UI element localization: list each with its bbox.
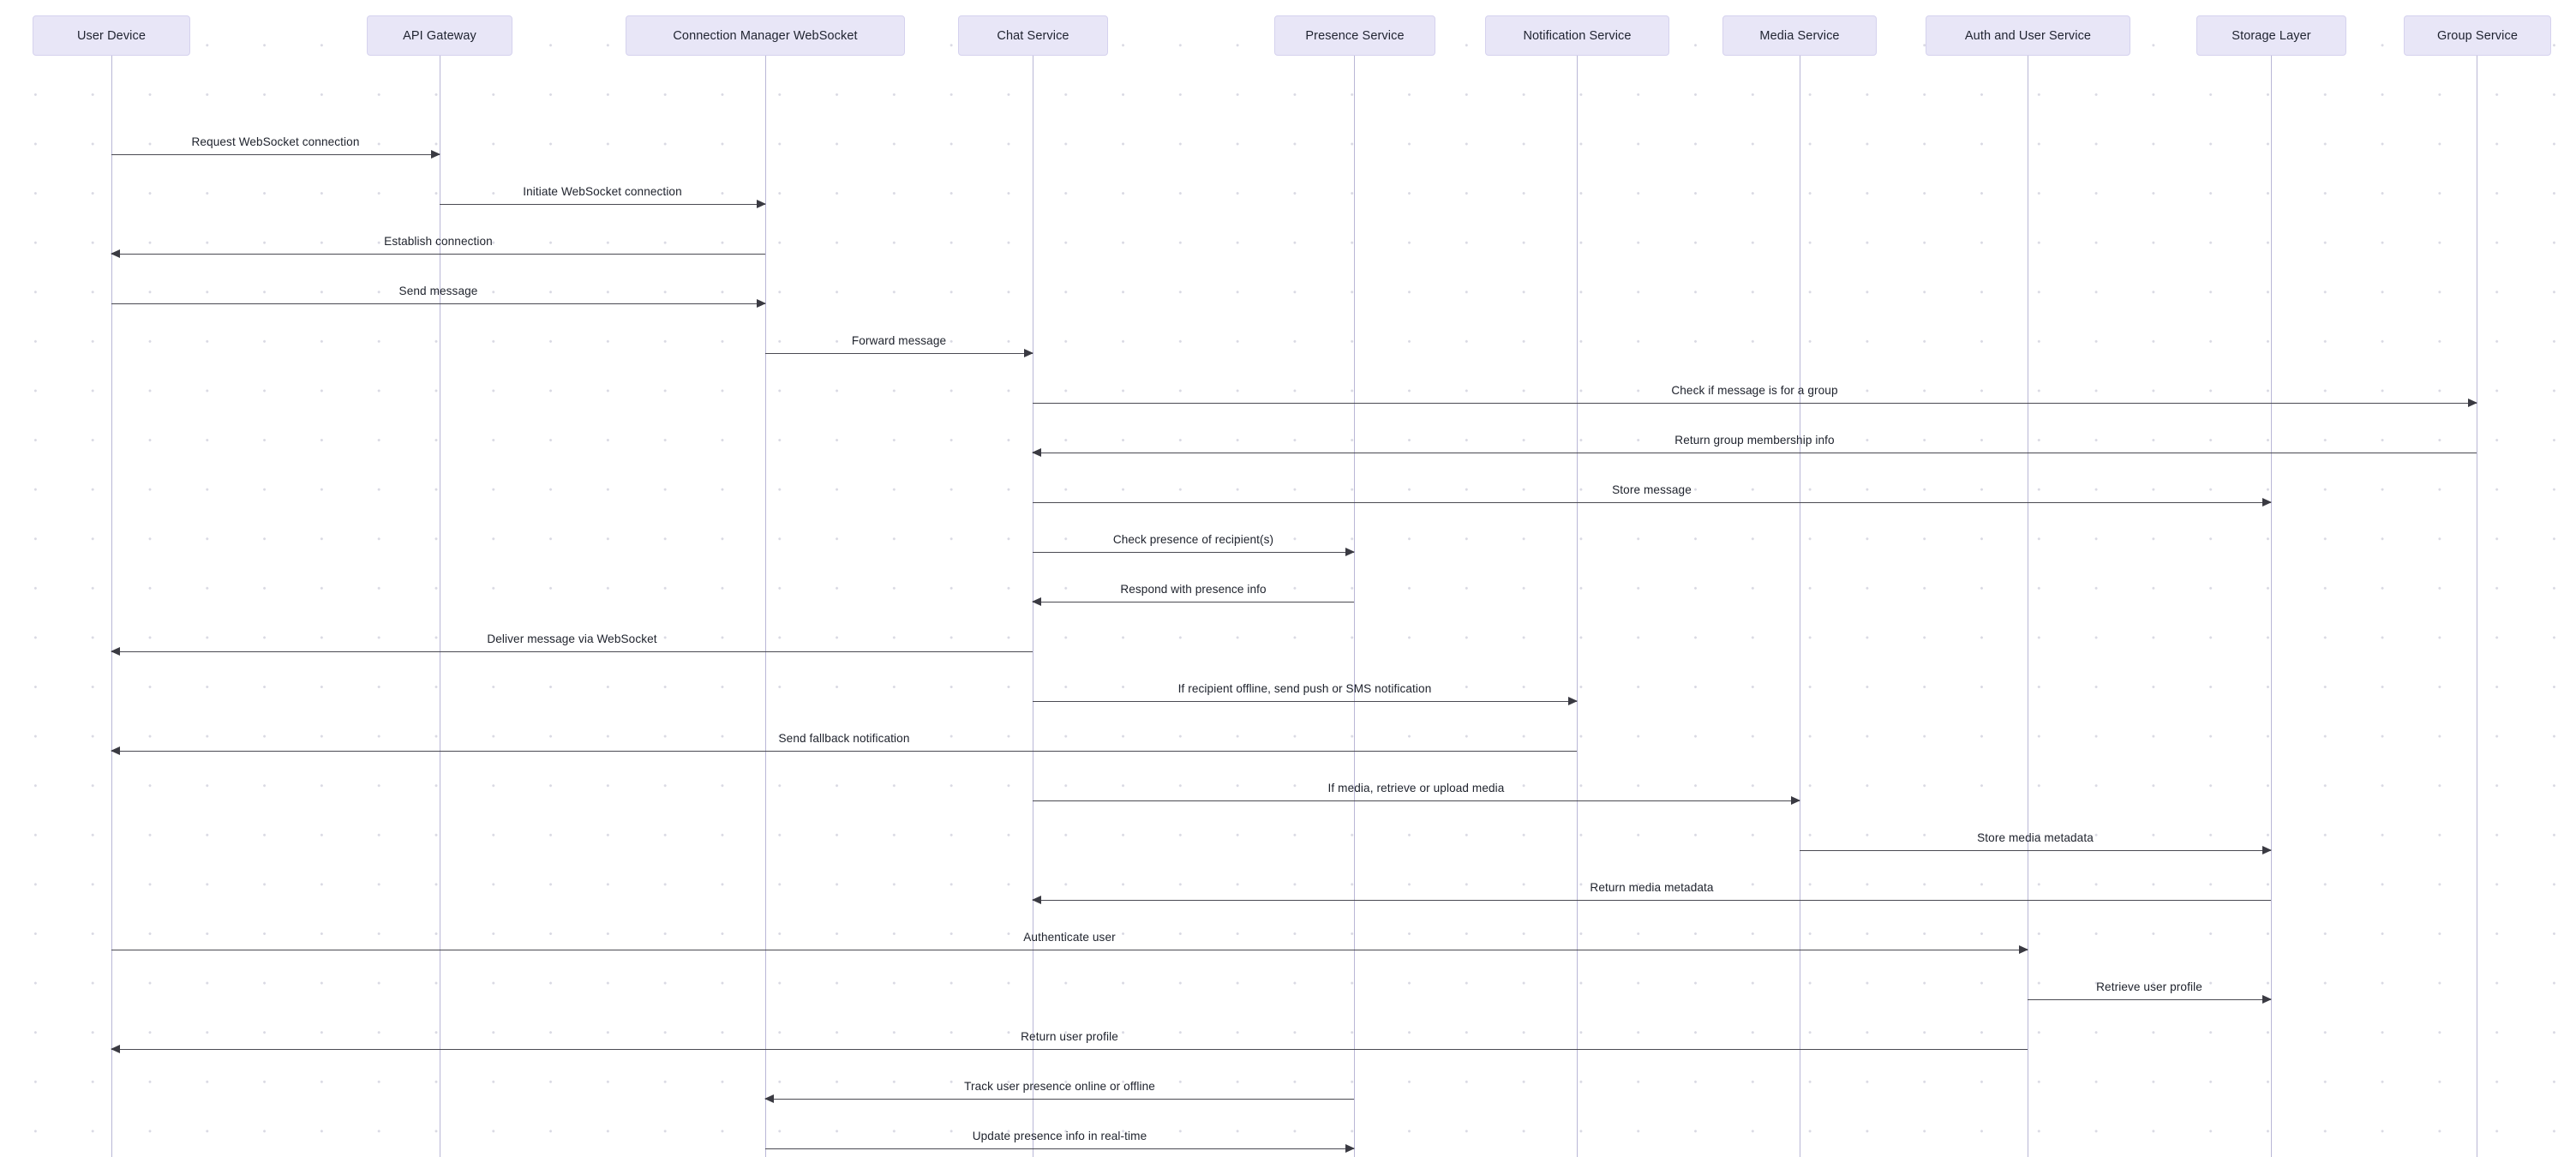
arrow-head-icon bbox=[111, 249, 120, 258]
arrow-head-icon bbox=[2468, 398, 2477, 407]
message-label: Forward message bbox=[851, 334, 947, 347]
message-label: Update presence info in real-time bbox=[972, 1130, 1147, 1142]
participant-api-gateway[interactable]: API Gateway bbox=[367, 15, 512, 56]
arrow-head-icon bbox=[757, 199, 766, 208]
participant-label: Connection Manager WebSocket bbox=[673, 28, 858, 43]
arrow-line bbox=[1033, 552, 1354, 553]
arrow-head-icon bbox=[2019, 944, 2028, 954]
arrow-line bbox=[1033, 900, 2271, 901]
arrow-head-icon bbox=[1345, 1143, 1355, 1153]
message-label: If recipient offline, send push or SMS n… bbox=[1177, 682, 1432, 695]
arrow-line bbox=[1033, 701, 1577, 702]
message-label: Retrieve user profile bbox=[2096, 980, 2202, 993]
arrow-line bbox=[111, 154, 440, 155]
arrow-line bbox=[1033, 800, 1800, 801]
participant-label: Group Service bbox=[2437, 28, 2518, 43]
participant-label: Media Service bbox=[1759, 28, 1840, 43]
participant-media-service[interactable]: Media Service bbox=[1722, 15, 1877, 56]
arrow-head-icon bbox=[111, 646, 120, 656]
message-label: Store message bbox=[1612, 483, 1692, 496]
arrow-head-icon bbox=[1024, 348, 1033, 357]
arrow-head-icon bbox=[111, 746, 120, 755]
arrow-head-icon bbox=[1032, 895, 1041, 904]
arrow-line bbox=[111, 651, 1033, 652]
message-label: Store media metadata bbox=[1977, 831, 2094, 844]
participant-label: Chat Service bbox=[997, 28, 1069, 43]
arrow-head-icon bbox=[1345, 547, 1355, 556]
message-label: Send fallback notification bbox=[778, 732, 910, 745]
arrow-line bbox=[765, 1099, 1354, 1100]
arrow-line bbox=[111, 303, 765, 304]
participant-connection-manager[interactable]: Connection Manager WebSocket bbox=[626, 15, 905, 56]
participant-storage-layer[interactable]: Storage Layer bbox=[2196, 15, 2346, 56]
arrow-head-icon bbox=[2262, 845, 2272, 854]
lifeline-storage-layer bbox=[2271, 56, 2272, 1157]
arrow-head-icon bbox=[1791, 795, 1800, 805]
participant-label: API Gateway bbox=[403, 28, 476, 43]
arrow-line bbox=[111, 254, 765, 255]
arrow-line bbox=[1033, 403, 2477, 404]
arrow-head-icon bbox=[1032, 447, 1041, 457]
lifeline-notification-service bbox=[1577, 56, 1578, 1157]
participant-chat-service[interactable]: Chat Service bbox=[958, 15, 1108, 56]
participant-group-service[interactable]: Group Service bbox=[2404, 15, 2551, 56]
arrow-head-icon bbox=[764, 1094, 774, 1103]
message-label: Return media metadata bbox=[1590, 881, 1714, 894]
arrow-line bbox=[1033, 502, 2271, 503]
lifeline-connection-manager bbox=[765, 56, 766, 1157]
participant-presence-service[interactable]: Presence Service bbox=[1274, 15, 1435, 56]
participant-label: Auth and User Service bbox=[1964, 28, 2092, 43]
arrow-line bbox=[2028, 999, 2271, 1000]
arrow-head-icon bbox=[757, 298, 766, 308]
arrow-head-icon bbox=[431, 149, 440, 159]
message-label: Check if message is for a group bbox=[1671, 384, 1838, 397]
message-label: Return group membership info bbox=[1674, 434, 1835, 447]
arrow-head-icon bbox=[1568, 696, 1578, 705]
participant-label: Presence Service bbox=[1305, 28, 1405, 43]
arrow-head-icon bbox=[2262, 994, 2272, 1004]
message-label: Return user profile bbox=[1021, 1030, 1118, 1043]
arrow-line bbox=[111, 751, 1577, 752]
lifeline-presence-service bbox=[1354, 56, 1355, 1157]
message-label: Check presence of recipient(s) bbox=[1112, 533, 1274, 546]
message-label: Establish connection bbox=[384, 235, 493, 248]
message-label: Send message bbox=[398, 285, 478, 297]
participant-label: Storage Layer bbox=[2232, 28, 2311, 43]
message-label: Respond with presence info bbox=[1120, 583, 1267, 596]
participant-label: Notification Service bbox=[1523, 28, 1632, 43]
participant-label: User Device bbox=[76, 28, 147, 43]
message-label: Deliver message via WebSocket bbox=[487, 632, 657, 645]
arrow-head-icon bbox=[2262, 497, 2272, 507]
lifeline-user-device bbox=[111, 56, 112, 1157]
message-label: Track user presence online or offline bbox=[964, 1080, 1155, 1093]
arrow-line bbox=[765, 1148, 1354, 1149]
message-label: Initiate WebSocket connection bbox=[523, 185, 682, 198]
message-label: If media, retrieve or upload media bbox=[1327, 782, 1505, 794]
participant-auth-user-service[interactable]: Auth and User Service bbox=[1926, 15, 2130, 56]
arrow-head-icon bbox=[111, 1044, 120, 1053]
arrow-head-icon bbox=[1032, 596, 1041, 606]
participant-notification-service[interactable]: Notification Service bbox=[1485, 15, 1669, 56]
arrow-line bbox=[1800, 850, 2271, 851]
participant-user-device[interactable]: User Device bbox=[33, 15, 190, 56]
arrow-line bbox=[765, 353, 1033, 354]
arrow-line bbox=[440, 204, 765, 205]
message-label: Authenticate user bbox=[1023, 931, 1116, 944]
message-label: Request WebSocket connection bbox=[191, 135, 360, 148]
arrow-line bbox=[111, 1049, 2028, 1050]
